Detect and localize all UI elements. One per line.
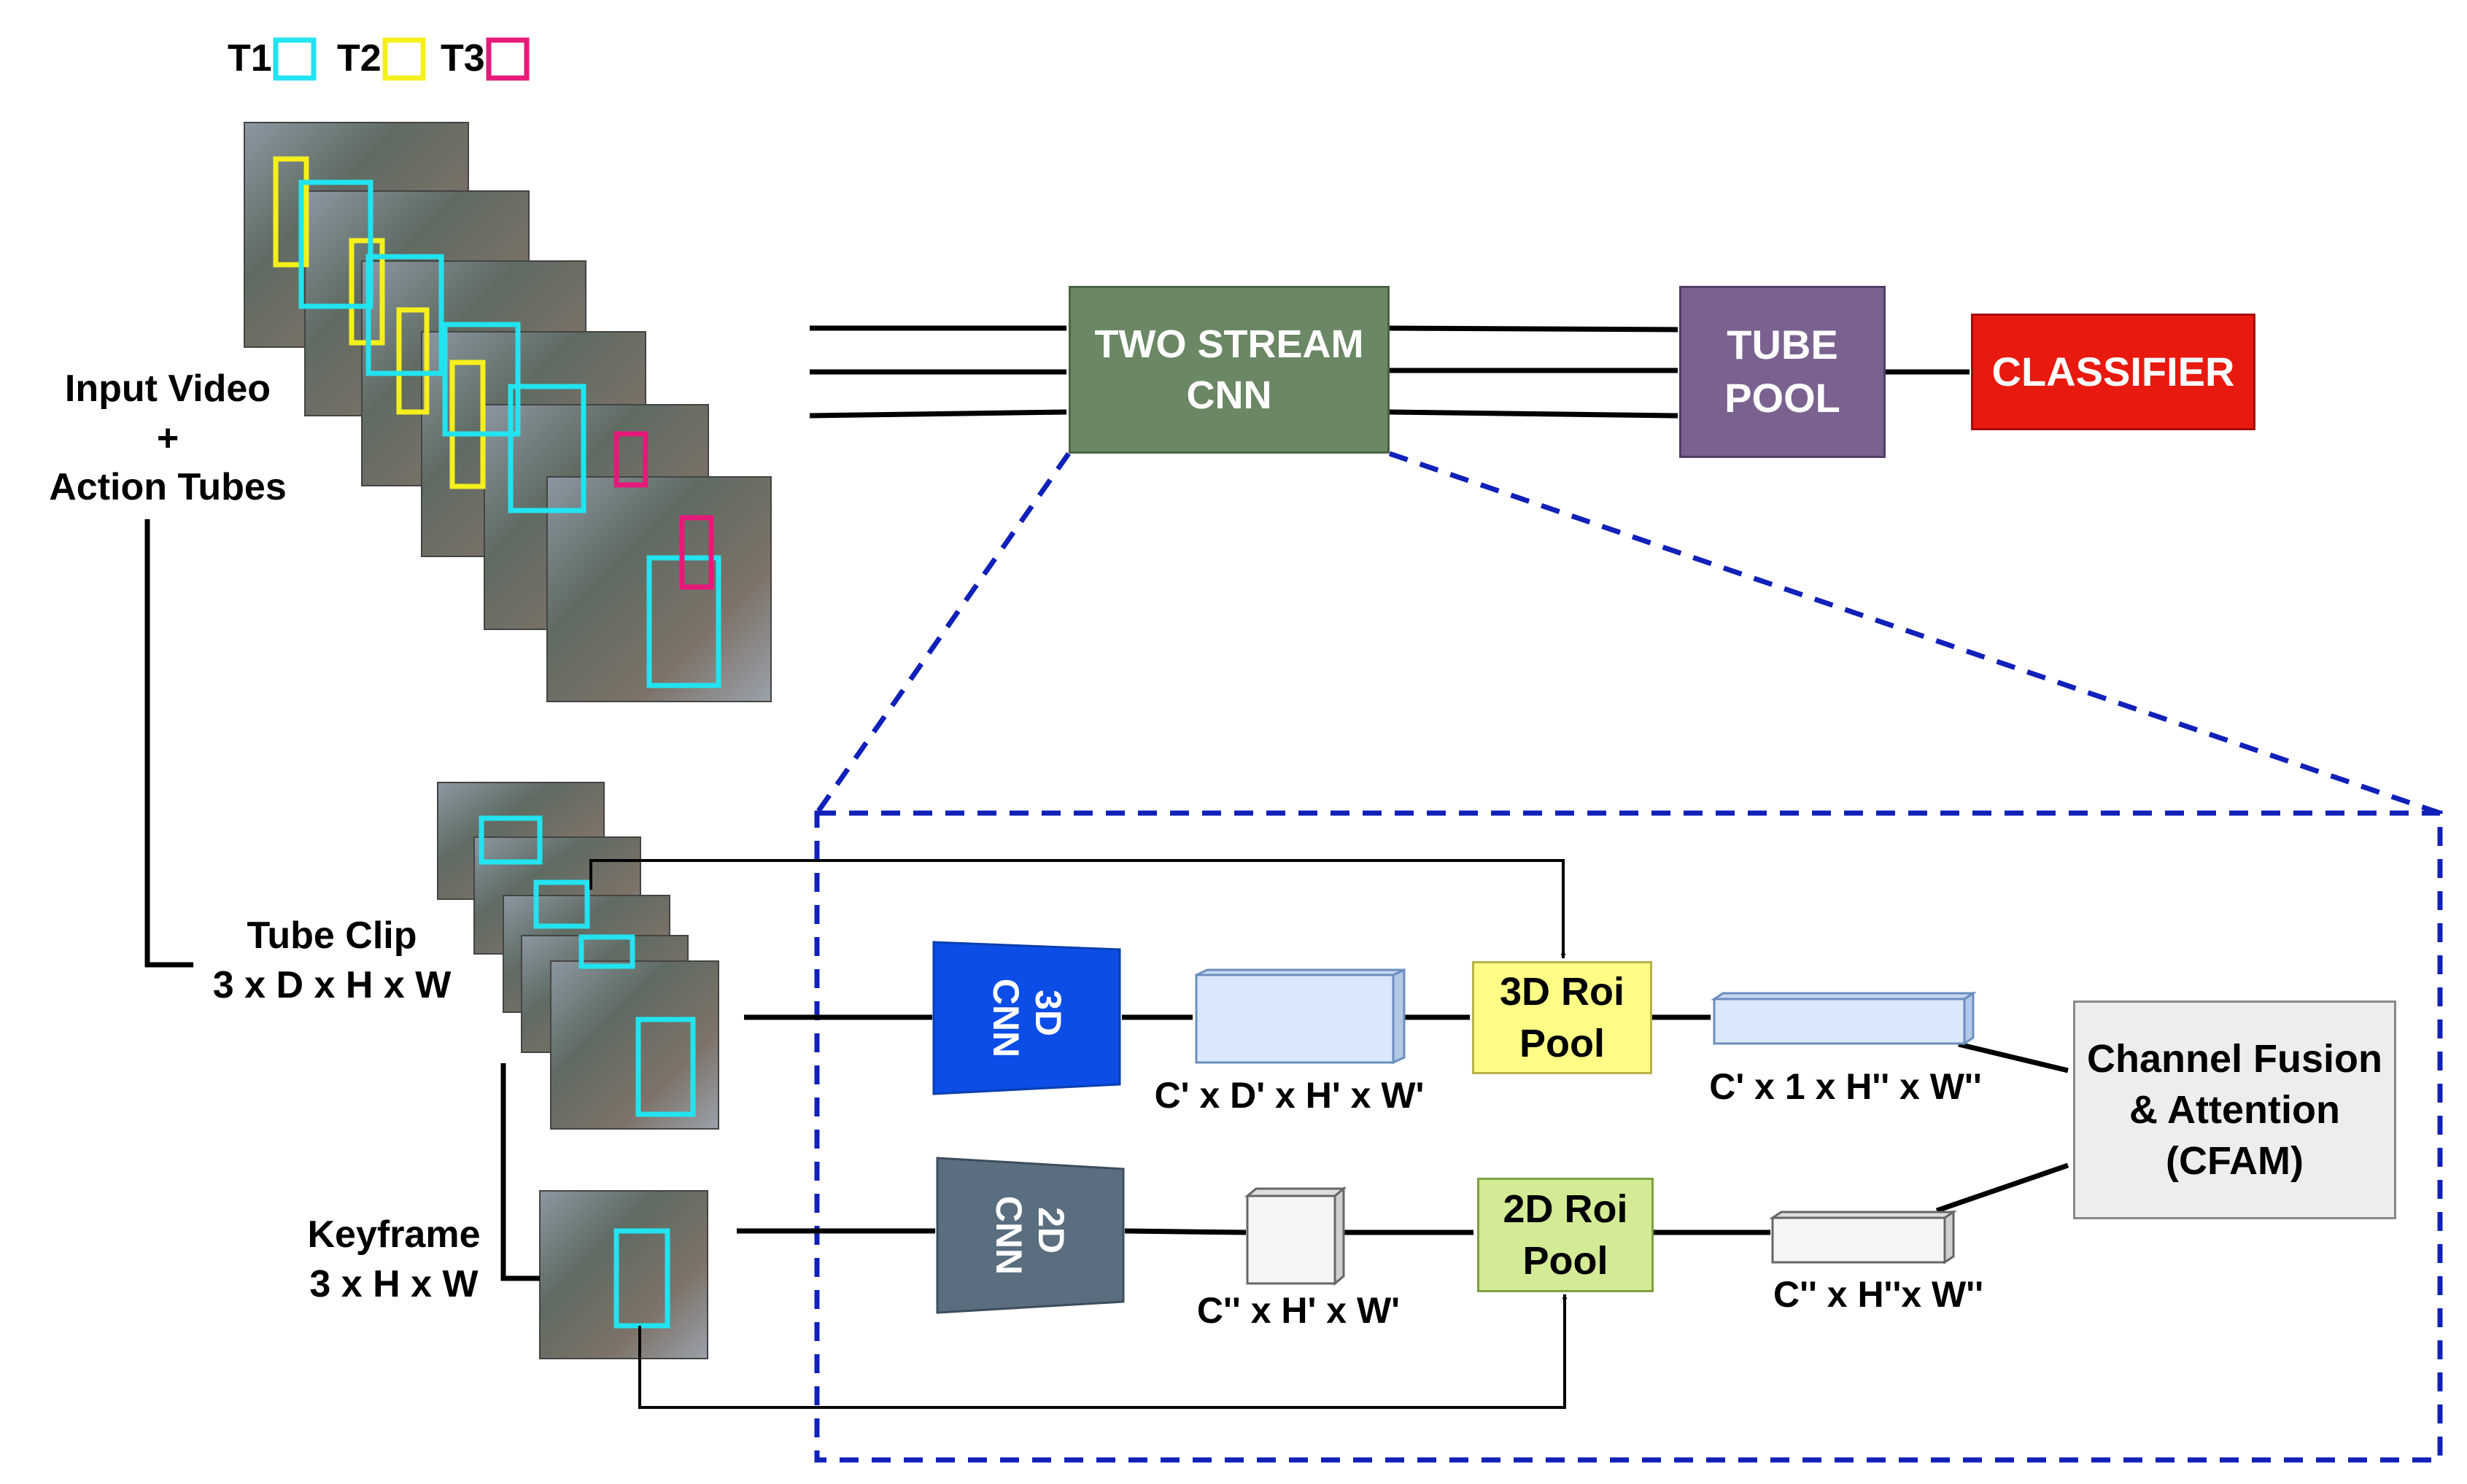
2d-roi-feature-slab [1769, 1210, 1957, 1264]
legend-t2-label: T2 [337, 37, 382, 79]
3d-feature-cuboid [1195, 968, 1406, 1065]
legend-t2-swatch [382, 37, 426, 81]
input-video-frames [244, 122, 772, 702]
keyframe-label: Keyframe 3 x H x W [307, 1213, 481, 1305]
zoom-indicator [814, 451, 2443, 1463]
3d-roi-feature-cuboid [1711, 991, 1977, 1046]
2d-roi-pool-block: 2D Roi Pool [1477, 1178, 1654, 1292]
2d-cnn-label: 2D CNN [988, 1196, 1072, 1275]
legend-t3-swatch [486, 37, 530, 81]
legend-t3-label: T3 [441, 37, 485, 79]
detail-dashed-box [814, 810, 2443, 1463]
t2-box [273, 156, 309, 268]
cfam-block: Channel Fusion & Attention (CFAM) [2073, 1001, 2396, 1219]
input-to-tubeclip-connector [144, 519, 194, 968]
2d-feature-cube [1244, 1186, 1347, 1286]
3d-cnn-block: 3D CNN [932, 941, 1121, 1095]
t3-box [679, 515, 714, 590]
keyframe-to-2droi-skip [638, 1294, 1568, 1409]
clip-to-3droi-skip [589, 859, 1566, 959]
tube-clip-label: Tube Clip 3 x D x H x W [212, 914, 452, 1006]
t3-box [613, 431, 648, 488]
3droi-output-dim: C' x 1 x H'' x W'' [1709, 1066, 1982, 1107]
t2-box [449, 360, 486, 489]
t1-box [298, 179, 373, 309]
2d-cnn-block: 2D CNN [936, 1157, 1125, 1314]
tube-pool-block: TUBE POOL [1679, 286, 1886, 458]
3dcnn-output-dim: C' x D' x H' x W' [1154, 1075, 1425, 1116]
input-video-label: Input Video + Action Tubes [49, 368, 287, 509]
tube-legend: T1 T2 T3 [228, 37, 530, 81]
tubeclip-to-keyframe-connector [500, 1063, 541, 1281]
classifier-block: CLASSIFIER [1971, 314, 2255, 430]
two-stream-cnn-block: TWO STREAM CNN [1069, 286, 1390, 454]
tube-clip-frames [437, 782, 719, 1130]
2dcnn-output-dim: C'' x H' x W' [1196, 1290, 1401, 1331]
3d-cnn-label: 3D CNN [985, 979, 1069, 1057]
video-frame [546, 476, 772, 702]
3d-roi-pool-block: 3D Roi Pool [1472, 961, 1652, 1074]
keyframe-image [539, 1190, 708, 1359]
two-stream-output-arrows [1389, 325, 1678, 419]
2droi-output-dim: C'' x H''x W'' [1773, 1274, 1984, 1315]
t1-box [508, 384, 586, 513]
top-input-arrows [809, 325, 1067, 419]
legend-t1-label: T1 [228, 37, 272, 79]
legend-t1-swatch [273, 37, 317, 81]
t1-box [442, 322, 521, 437]
3dfeature-to-cfam-arrow [1958, 1041, 2069, 1073]
t2-box [396, 307, 430, 415]
t1-box [365, 254, 444, 376]
2dfeature-to-cfam-arrow [1935, 1162, 2069, 1213]
2dcnn-to-feature-arrow [1124, 1228, 1247, 1235]
